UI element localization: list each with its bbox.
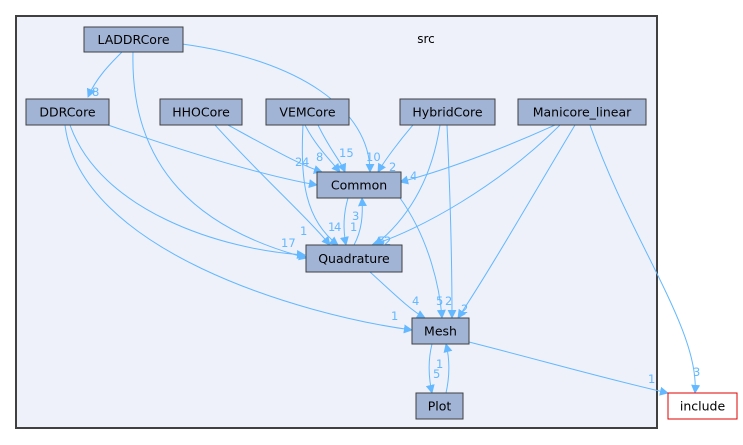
edge-quadrature-mesh (369, 271, 426, 319)
node-label: DDRCore (39, 105, 96, 120)
edge-label: 2 (295, 155, 302, 169)
node-vemcore[interactable]: VEMCore (265, 98, 350, 126)
edge-plot-mesh (443, 343, 453, 394)
edge-label: 4 (410, 169, 417, 183)
node-laddrcore[interactable]: LADDRCore (83, 26, 184, 53)
node-label: HybridCore (412, 105, 483, 120)
edge-common-mesh (399, 197, 446, 319)
edge-label: 2 (384, 234, 391, 248)
node-label: HHOCore (172, 105, 230, 120)
edge-laddrcore-common (181, 43, 375, 173)
edge-label: 5 (436, 294, 443, 308)
edge-manicore-mesh (457, 124, 576, 319)
edge-label: 4 (412, 294, 419, 308)
edge-label: 1 (436, 357, 443, 371)
edge-label: 5 (433, 367, 440, 381)
node-hhocore[interactable]: HHOCore (159, 98, 243, 126)
edge-ddrcore-quadrature (69, 124, 306, 260)
node-plot[interactable]: Plot (415, 392, 464, 420)
edge-hybridcore-common (377, 124, 414, 173)
edge-label: 10 (366, 150, 381, 164)
edge-label: 1 (350, 220, 357, 234)
node-label: Quadrature (318, 251, 390, 266)
node-label: VEMCore (279, 105, 335, 120)
edge-vemcore-common-2 (317, 124, 347, 173)
edge-common-quadrature (340, 197, 349, 246)
edge-ddrcore-mesh (64, 124, 413, 334)
edge-mesh-plot (425, 343, 435, 394)
edge-laddrcore-quadrature (132, 51, 308, 261)
node-label: Manicore_linear (533, 105, 632, 120)
node-common[interactable]: Common (316, 171, 402, 199)
edge-label: 1 (391, 309, 398, 323)
edge-quadrature-common (353, 197, 367, 246)
node-quadrature[interactable]: Quadrature (305, 244, 403, 273)
edge-laddrcore-ddrcore (86, 51, 123, 98)
edge-ddrcore-common (107, 124, 318, 189)
edge-label: 1 (300, 224, 307, 238)
edge-label: 3 (352, 209, 359, 223)
node-label: include (680, 399, 726, 414)
edge-hhocore-quadrature (214, 124, 331, 246)
src-cluster-label: src (417, 32, 435, 46)
edge-hybridcore-mesh (446, 124, 457, 319)
edge-manicore-common (399, 124, 556, 185)
edge-label: 17 (281, 236, 296, 250)
edge-label: 2 (461, 302, 468, 316)
edge-vemcore-quadrature (301, 124, 339, 246)
node-mesh[interactable]: Mesh (411, 317, 470, 345)
node-label: LADDRCore (97, 32, 169, 47)
node-manicore-linear[interactable]: Manicore_linear (517, 98, 647, 126)
edge-label: 1 (328, 220, 335, 234)
edge-vemcore-common-1 (304, 124, 341, 173)
edge-manicore-quadrature (371, 124, 561, 247)
edge-hybridcore-quadrature (374, 124, 441, 246)
edge-label: 2 (389, 160, 396, 174)
edge-label: 4 (334, 220, 341, 234)
edge-label: 8 (316, 150, 323, 164)
node-label: Plot (428, 399, 452, 414)
node-include[interactable]: include (667, 392, 738, 420)
edge-label: 5 (378, 234, 385, 248)
edge-label: 3 (693, 365, 700, 379)
edge-label: 2 (445, 294, 452, 308)
edge-hhocore-common (227, 124, 323, 174)
node-label: Mesh (424, 324, 457, 339)
edge-label: 1 (648, 372, 655, 386)
node-hybridcore[interactable]: HybridCore (399, 98, 496, 126)
edge-label: 8 (92, 85, 99, 99)
src-cluster (15, 15, 658, 429)
edge-label: 4 (302, 155, 309, 169)
edge-mesh-include (468, 341, 669, 396)
node-label: Common (331, 178, 387, 193)
edge-manicore-include (589, 124, 701, 394)
node-ddrcore[interactable]: DDRCore (25, 98, 110, 126)
edge-label: 15 (339, 146, 354, 160)
